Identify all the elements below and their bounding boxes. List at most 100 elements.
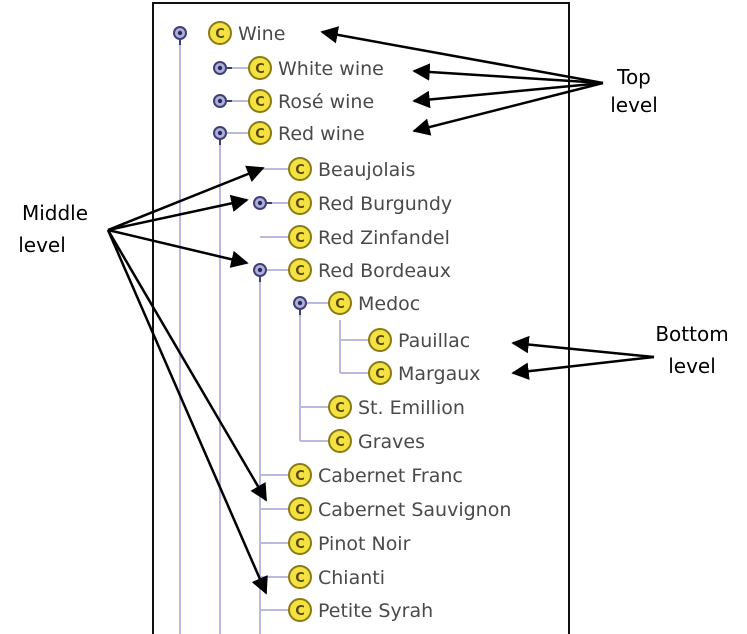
tree-node[interactable]: C Pinot Noir xyxy=(288,531,411,555)
callout-bottom-line1: Bottom xyxy=(655,322,728,346)
class-badge-letter: C xyxy=(375,334,385,349)
class-badge-letter: C xyxy=(255,95,265,110)
class-badge-icon xyxy=(288,565,312,589)
class-badge-icon xyxy=(288,258,312,282)
class-badge-icon xyxy=(288,157,312,181)
tree-node[interactable]: C Graves xyxy=(328,429,425,453)
class-badge-icon xyxy=(288,598,312,622)
class-badge-icon xyxy=(288,463,312,487)
class-badge-icon xyxy=(328,395,352,419)
tree-node-label[interactable]: Cabernet Sauvignon xyxy=(318,499,511,521)
arrow-middle-to-beaujolais xyxy=(107,165,265,232)
callout-top-level: Top level xyxy=(610,65,658,117)
class-badge-icon xyxy=(248,89,272,113)
callout-bottom-line2: level xyxy=(668,354,716,378)
tree-node[interactable]: C Margaux xyxy=(368,361,481,385)
top-level-arrows xyxy=(320,26,604,136)
handle-dot xyxy=(257,200,263,206)
tree-node[interactable]: C Medoc xyxy=(293,291,420,315)
callout-bottom-level: Bottom level xyxy=(655,322,728,378)
class-badge-icon xyxy=(288,531,312,555)
class-badge-letter: C xyxy=(335,297,345,312)
arrow-bottom-to-pauillac xyxy=(511,335,655,359)
tree-node-label[interactable]: Wine xyxy=(238,23,285,45)
arrow-top-to-wine xyxy=(320,26,604,85)
tree-node[interactable]: C Rosé wine xyxy=(213,89,374,113)
tree-node[interactable]: C Pauillac xyxy=(368,328,470,352)
tree-node[interactable]: C Red Burgundy xyxy=(253,191,452,215)
class-badge-letter: C xyxy=(295,571,305,586)
class-badge-letter: C xyxy=(335,435,345,450)
tree-node[interactable]: C Red wine xyxy=(213,121,365,145)
class-badge-letter: C xyxy=(215,27,225,42)
tree-node-label[interactable]: Pauillac xyxy=(398,330,470,352)
callout-top-line2: level xyxy=(610,93,658,117)
handle-dot xyxy=(217,65,223,71)
class-badge-letter: C xyxy=(295,163,305,178)
class-badge-letter: C xyxy=(295,231,305,246)
bottom-level-arrows xyxy=(511,335,655,380)
class-badge-letter: C xyxy=(255,127,265,142)
tree-node-label[interactable]: Red Zinfandel xyxy=(318,227,450,249)
tree-node-label[interactable]: Margaux xyxy=(398,363,481,385)
class-badge-letter: C xyxy=(295,604,305,619)
arrow-bottom-to-margaux xyxy=(511,355,655,380)
handle-dot xyxy=(217,98,223,104)
tree-node[interactable]: C White wine xyxy=(213,56,384,80)
class-badge-icon xyxy=(248,121,272,145)
tree-node-label[interactable]: Red Burgundy xyxy=(318,193,452,215)
class-badge-icon xyxy=(288,191,312,215)
class-badge-icon xyxy=(288,225,312,249)
middle-level-arrows xyxy=(106,165,268,595)
arrow-top-to-white-wine xyxy=(412,63,604,85)
handle-dot xyxy=(217,130,223,136)
tree-node[interactable]: C Red Bordeaux xyxy=(253,258,451,282)
class-badge-icon xyxy=(368,361,392,385)
tree-node[interactable]: C Petite Syrah xyxy=(288,598,433,622)
tree-node-label[interactable]: Beaujolais xyxy=(318,159,415,181)
callout-middle-line1: Middle xyxy=(22,201,88,225)
callout-middle-level: Middle level xyxy=(18,201,88,257)
arrow-middle-to-red-burgundy xyxy=(107,194,249,232)
tree-node[interactable]: C Wine xyxy=(173,21,285,45)
tree-node-label[interactable]: White wine xyxy=(278,58,384,80)
class-badge-icon xyxy=(328,429,352,453)
class-badge-icon xyxy=(328,291,352,315)
class-badge-letter: C xyxy=(375,367,385,382)
callout-middle-line2: level xyxy=(18,233,66,257)
class-badge-letter: C xyxy=(335,401,345,416)
arrow-middle-to-red-bordeaux xyxy=(107,228,249,268)
tree-node-label[interactable]: Cabernet Franc xyxy=(318,465,463,487)
arrow-middle-to-cabernet-sauvignon xyxy=(106,229,268,502)
arrow-top-to-red-wine xyxy=(412,81,604,136)
tree-node[interactable]: C Beaujolais xyxy=(288,157,415,181)
tree-node-label[interactable]: Chianti xyxy=(318,567,385,589)
tree-node-label[interactable]: Petite Syrah xyxy=(318,600,433,622)
arrow-top-to-rose-wine xyxy=(412,81,604,109)
tree-node-label[interactable]: Pinot Noir xyxy=(318,533,411,555)
class-badge-letter: C xyxy=(295,469,305,484)
tree-node-label[interactable]: Red Bordeaux xyxy=(318,260,451,282)
tree-node[interactable]: C Chianti xyxy=(288,565,385,589)
class-badge-icon xyxy=(208,21,232,45)
class-badge-letter: C xyxy=(295,537,305,552)
tree-node[interactable]: C Red Zinfandel xyxy=(288,225,450,249)
class-badge-letter: C xyxy=(255,62,265,77)
handle-dot xyxy=(297,300,303,306)
tree-node-label[interactable]: Medoc xyxy=(358,293,420,315)
arrow-middle-to-chianti xyxy=(106,229,268,595)
handle-dot xyxy=(177,30,183,36)
class-badge-letter: C xyxy=(295,264,305,279)
class-badge-letter: C xyxy=(295,197,305,212)
tree-node-label[interactable]: Rosé wine xyxy=(278,91,374,113)
class-badge-icon xyxy=(368,328,392,352)
tree-node-label[interactable]: Red wine xyxy=(278,123,365,145)
callout-top-line1: Top xyxy=(616,65,651,89)
tree-node-label[interactable]: St. Emillion xyxy=(358,397,465,419)
tree-node[interactable]: C Cabernet Franc xyxy=(288,463,463,487)
tree-node-label[interactable]: Graves xyxy=(358,431,425,453)
tree-node[interactable]: C St. Emillion xyxy=(328,395,465,419)
